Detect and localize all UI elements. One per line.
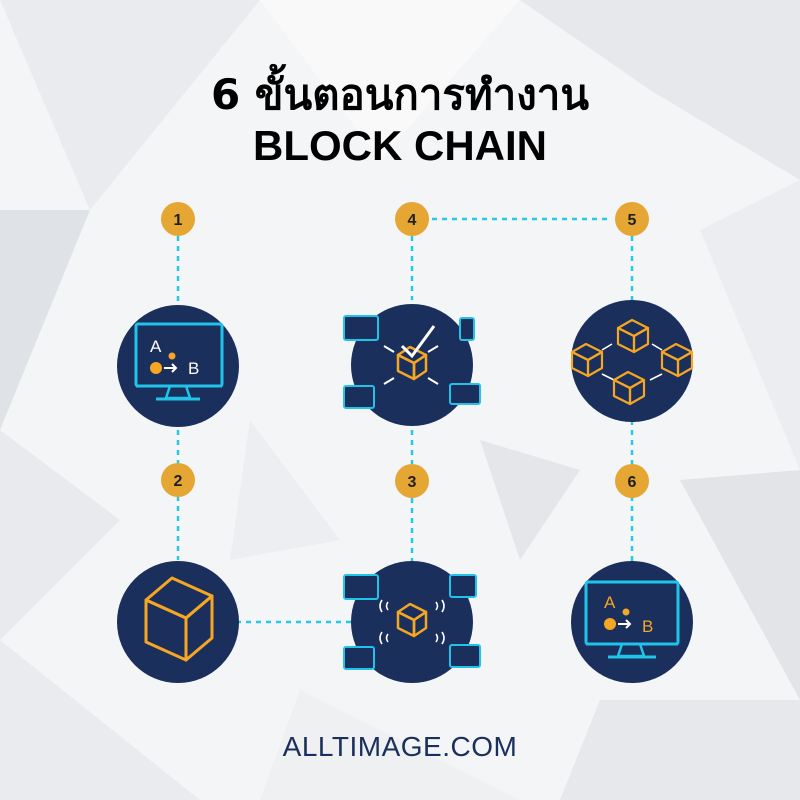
- step-badge-5: 5: [615, 202, 649, 236]
- step-2-circle: [117, 561, 239, 683]
- step-6-from-label: A: [604, 593, 616, 612]
- step-number-3: 3: [408, 474, 417, 491]
- step-1-to-label: B: [188, 359, 199, 378]
- block-cube-icon: [144, 576, 214, 662]
- step-number-1: 1: [174, 212, 183, 229]
- footer-website: ALLTIMAGE.COM: [282, 731, 518, 762]
- validation-check-icon: [343, 315, 481, 409]
- step-number-5: 5: [628, 212, 637, 229]
- step-1-circle: A B: [117, 305, 239, 427]
- page-subtitle: BLOCK CHAIN: [253, 122, 547, 169]
- step-4-circle: [343, 304, 481, 426]
- step-badge-4: 4: [395, 202, 429, 236]
- monitor-transaction-icon: [134, 322, 224, 401]
- step-1-from-label: A: [150, 337, 162, 356]
- step-number-2: 2: [174, 473, 183, 490]
- step-number-6: 6: [628, 474, 637, 491]
- step-badge-1: 1: [161, 202, 195, 236]
- step-6-to-label: B: [642, 617, 653, 636]
- step-badge-3: 3: [395, 464, 429, 498]
- step-badge-6: 6: [615, 464, 649, 498]
- step-3-circle: [343, 561, 481, 683]
- monitor-transaction-icon: [584, 580, 680, 659]
- network-broadcast-icon: [343, 574, 481, 670]
- step-badge-2: 2: [161, 463, 195, 497]
- step-number-4: 4: [408, 212, 417, 229]
- page-title: 6 ขั้นตอนการทำงาน: [210, 70, 590, 119]
- step-6-circle: A B: [571, 561, 693, 683]
- chain-of-blocks-icon: [570, 318, 694, 406]
- step-5-circle: [570, 300, 694, 422]
